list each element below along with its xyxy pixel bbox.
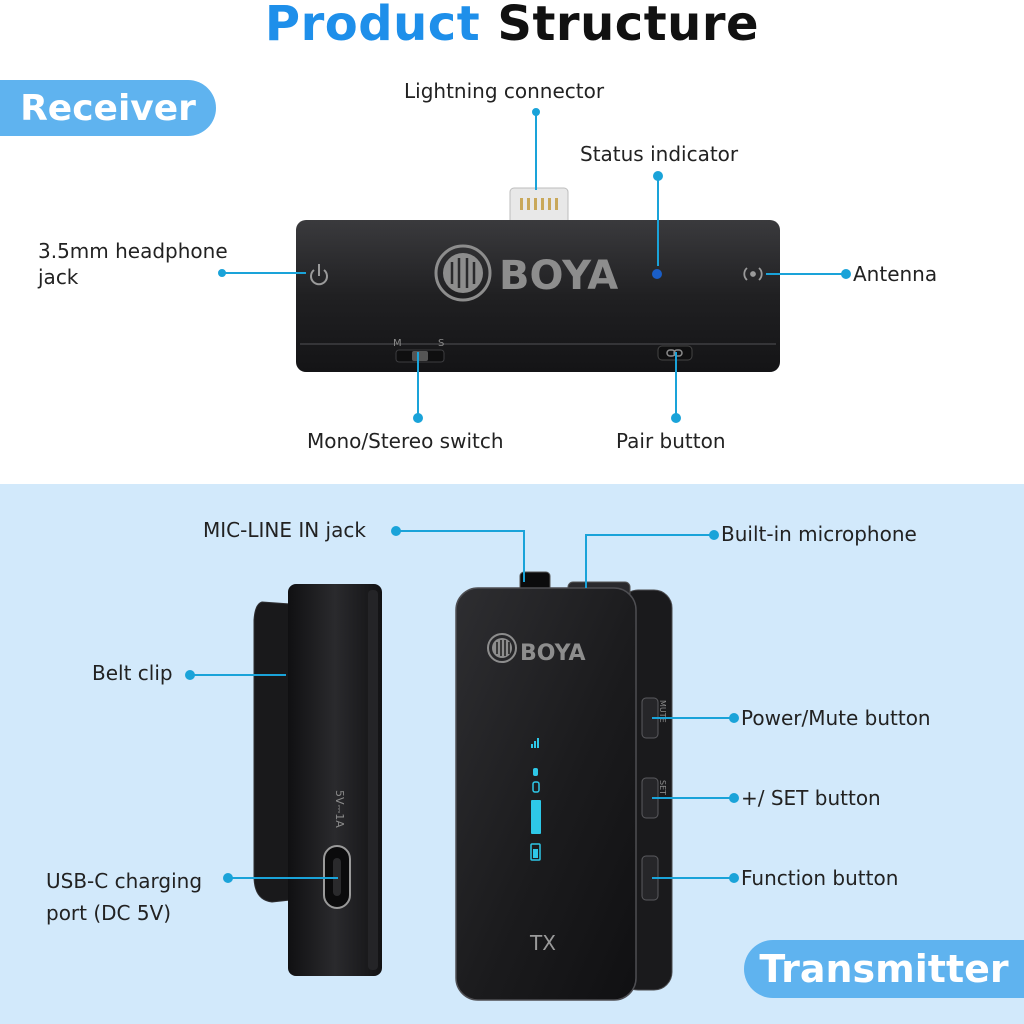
lightning-pins [520,198,558,210]
label-set-button: +/ SET button [741,786,881,810]
receiver-section-badge: Receiver [0,80,216,136]
callout-micline [396,530,525,582]
mute-mark: MUTE [658,700,667,723]
transmitter-section-badge: Transmitter [744,940,1024,998]
tx-boya-logo-icon [487,633,517,663]
display-battery-icon [530,843,541,861]
switch-mark-m: M [393,338,402,349]
receiver-brand: BOYA [499,253,618,299]
label-power-mute-button: Power/Mute button [741,706,931,730]
antenna-icon [743,267,763,281]
label-mono-stereo-switch: Mono/Stereo switch [307,429,504,453]
transmitter-front-body [455,587,637,1001]
label-mic-line-in-jack: MIC-LINE IN jack [203,518,366,542]
mono-stereo-switch-knob [412,351,428,361]
set-mark: SET [658,780,667,795]
boya-logo-icon [434,244,492,302]
label-pair-button: Pair button [616,429,726,453]
label-lightning-connector: Lightning connector [404,79,605,103]
transmitter-display [530,738,541,861]
label-builtin-microphone: Built-in microphone [721,522,917,546]
lightning-connector [509,187,569,225]
display-level-meter [531,800,541,834]
label-headphone-jack: 3.5mm headphone jack [38,239,228,289]
transmitter-side-body [288,584,382,976]
title-accent: Product [264,0,481,52]
display-mic-icon [533,768,538,776]
transmitter-side-view: 5V⎓1A [253,584,382,976]
transmitter-brand: BOYA [520,641,586,666]
label-status-indicator: Status indicator [580,142,739,166]
receiver-device: BOYA M S [296,187,780,372]
status-led [652,269,662,279]
label-antenna: Antenna [853,262,938,286]
transmitter-front-view: BOYA TX MUTE SET [455,571,673,1001]
display-digit [532,781,540,793]
title-rest: Structure [497,0,760,52]
callout-lines [185,108,851,883]
side-print-rating: 5V⎓1A [333,790,346,828]
page-title: Product Structure [0,0,1024,52]
belt-clip [253,601,291,903]
callout-builtin-mic [585,534,714,588]
label-usbc-port: USB-C charging port (DC 5V) [46,869,203,925]
switch-mark-s: S [438,338,444,349]
label-function-button: Function button [741,866,899,890]
transmitter-model: TX [529,931,556,955]
headphone-jack-icon [310,264,328,286]
label-belt-clip: Belt clip [92,661,173,685]
